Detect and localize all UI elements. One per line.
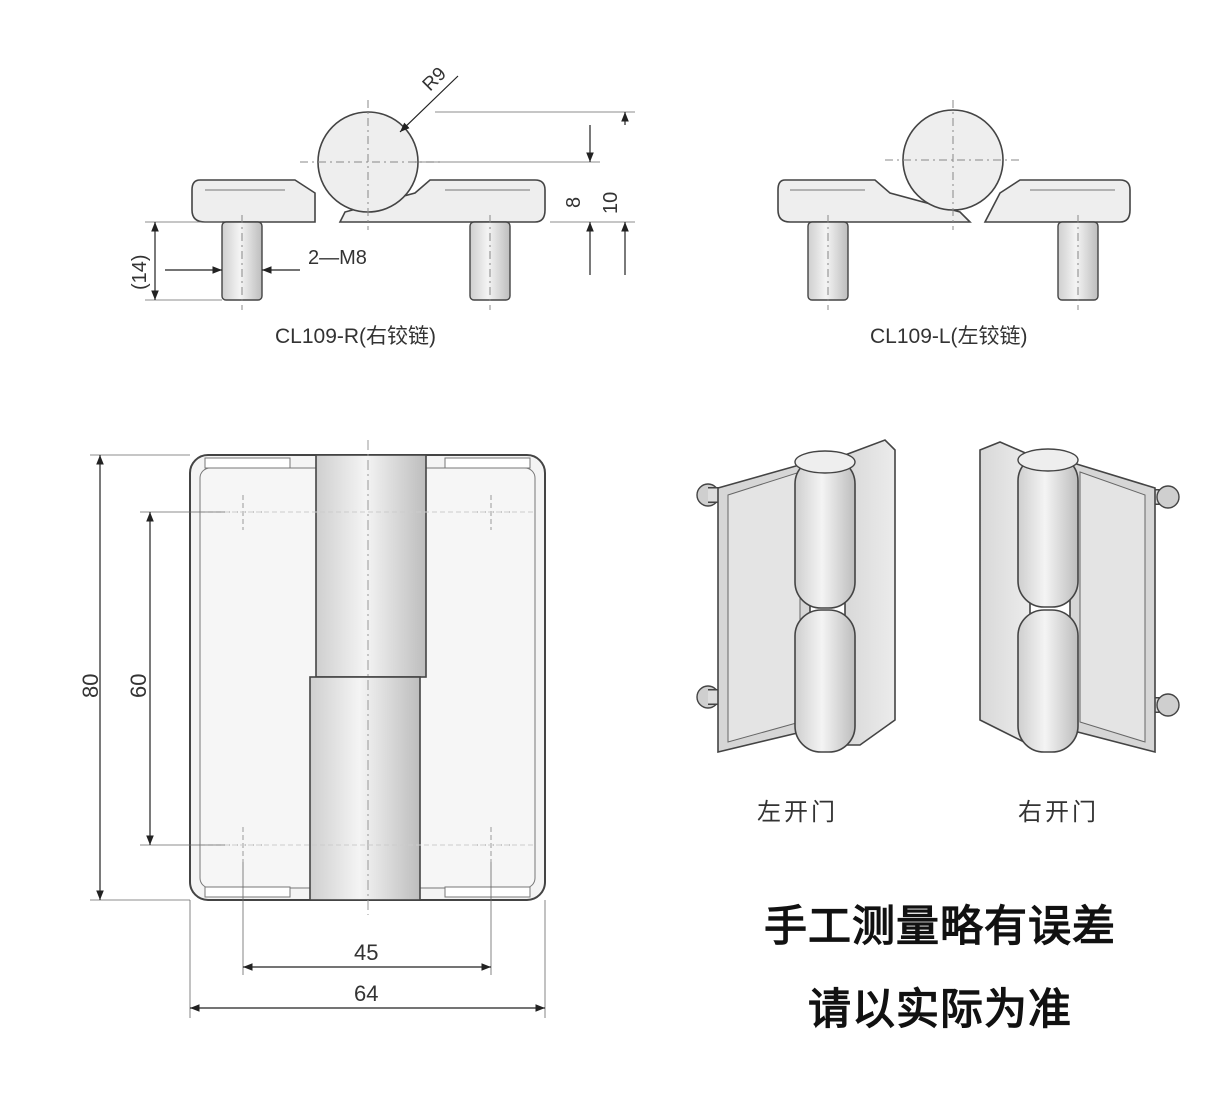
hinge-left-side-view: CL109-L(左铰链) [777,100,1131,348]
dim-60-label: 60 [126,674,151,698]
dim-stud-length-label: (14) [129,254,151,290]
disclaimer-line-1: 手工测量略有误差 [764,902,1116,952]
iso-right-label: 右开门 [1018,798,1099,826]
dim-80-label: 80 [78,674,103,698]
dim-10-label: 10 [600,192,622,214]
caption-left-hinge: CL109-L(左铰链) [870,325,1028,348]
dim-45-label: 45 [354,940,378,965]
dim-thread-label: 2—M8 [308,247,367,269]
dim-64-label: 64 [354,981,378,1006]
dim-radius-label: R9 [419,64,451,96]
disclaimer-line-2: 请以实际为准 [808,985,1072,1035]
hinge-right-side-view: R9 8 10 (14) 2—M8 CL109-R(右铰链) [129,64,635,348]
caption-right-hinge: CL109-R(右铰链) [275,325,436,348]
iso-left-label: 左开门 [757,798,838,826]
hinge-front-view: 80 60 45 64 [78,440,546,1018]
iso-left-door-hinge [696,439,896,754]
iso-right-door-hinge [979,441,1180,754]
dim-8-label: 8 [563,197,585,208]
